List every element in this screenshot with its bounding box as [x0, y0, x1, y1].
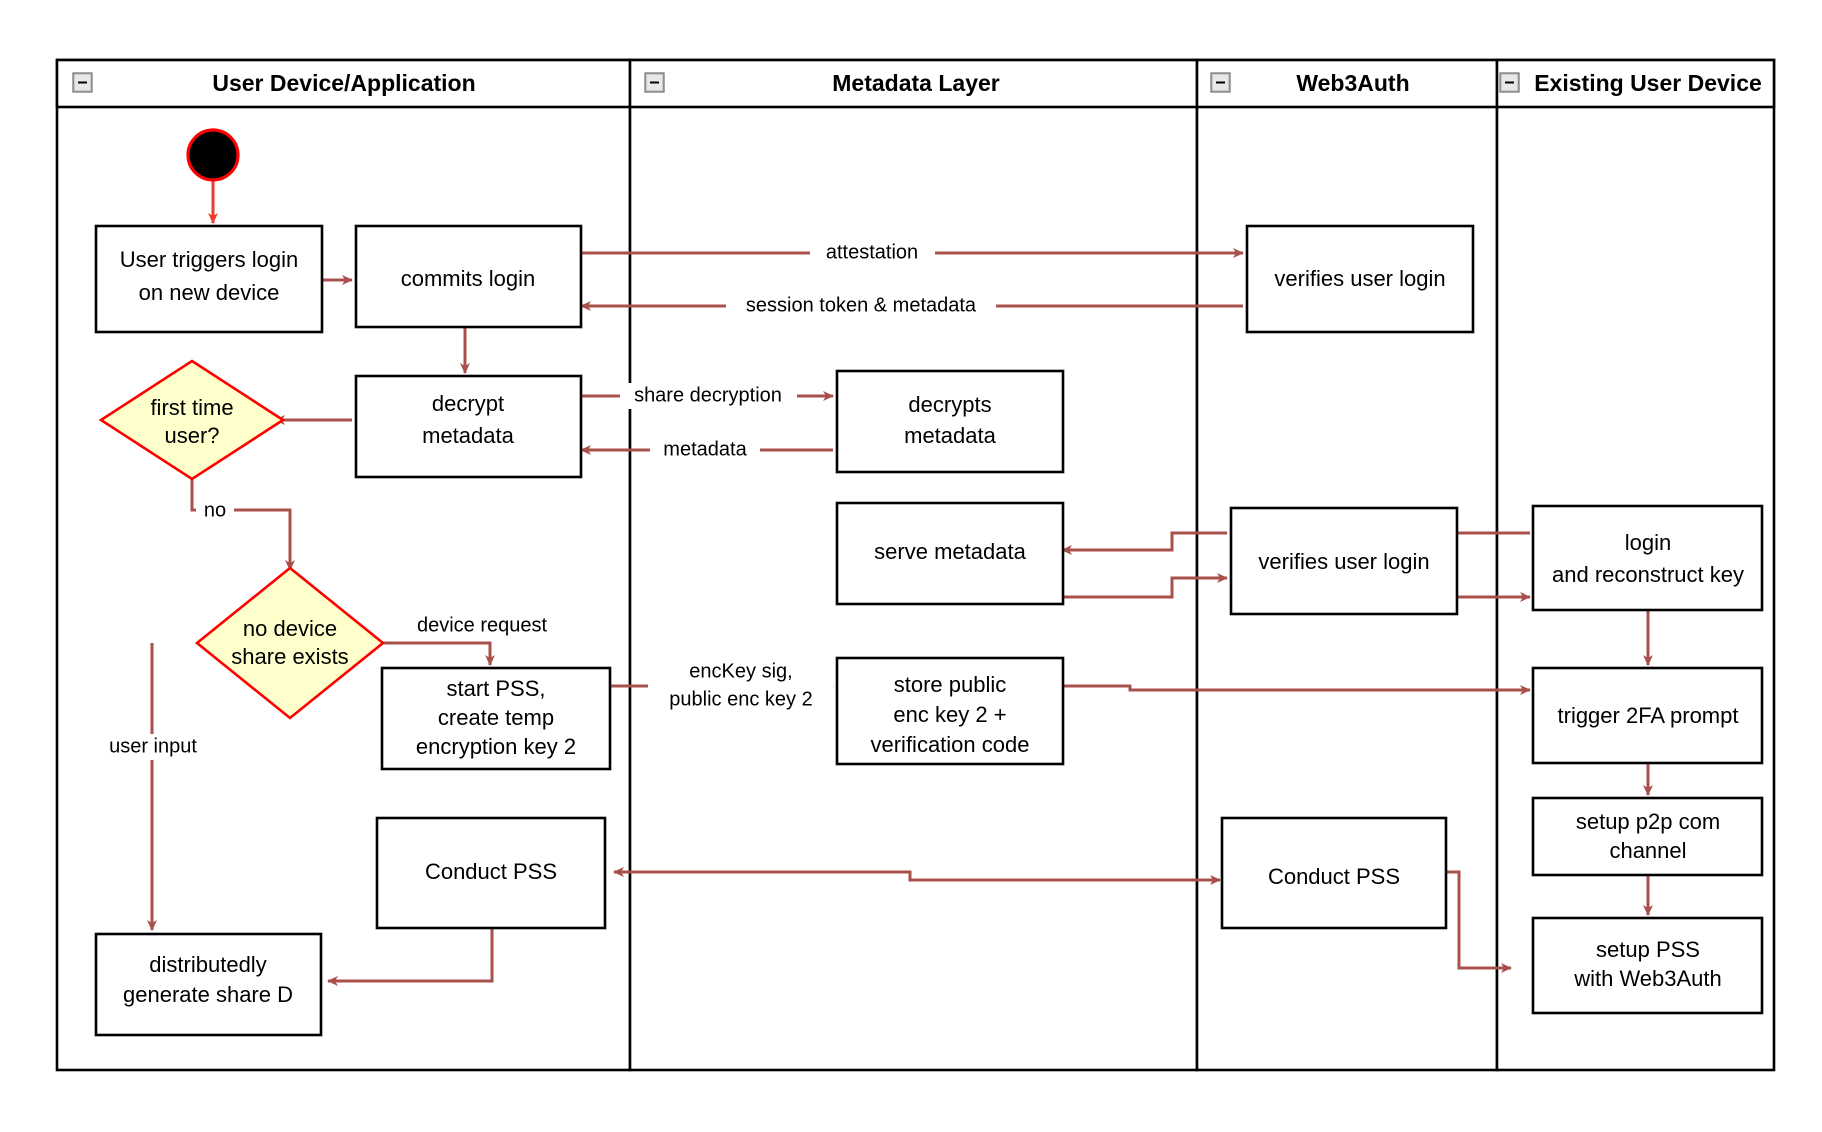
edge-first-time-user-no-to-no-device-share	[190, 470, 295, 571]
svg-text:user input: user input	[109, 735, 197, 757]
node-label-line: on new device	[139, 280, 280, 305]
node-label-line: trigger 2FA prompt	[1558, 703, 1739, 728]
lane-header-web3auth[interactable]: Web3Auth	[1195, 58, 1499, 109]
svg-text:device request: device request	[417, 614, 548, 636]
collapse-minus-icon[interactable]	[1499, 72, 1520, 93]
node-label-line: share exists	[231, 644, 348, 669]
node-first-time-user[interactable]: first time user?	[98, 359, 286, 481]
edge-conduct-pss-user-to-generate-share-d	[327, 928, 494, 986]
edge-conduct-pss-web3auth-to-setup-pss	[1457, 875, 1512, 973]
node-label-line: channel	[1609, 838, 1686, 863]
node-no-device-share-exists[interactable]: no device share exists	[194, 566, 386, 720]
node-label-line: create temp	[438, 705, 554, 730]
node-start-pss-create-temp-key[interactable]: start PSS, create temp encryption key 2	[380, 666, 612, 771]
node-conduct-pss-user[interactable]: Conduct PSS	[375, 816, 607, 930]
edge-no-device-share-to-start-pss	[373, 641, 495, 666]
node-distributedly-generate-share-d[interactable]: distributedly generate share D	[94, 932, 323, 1037]
node-login-and-reconstruct-key[interactable]: login and reconstruct key	[1531, 504, 1764, 612]
node-conduct-pss-web3auth[interactable]: Conduct PSS	[1220, 816, 1448, 930]
node-commits-login[interactable]: commits login	[354, 224, 583, 329]
edge-store-public-enc-key-to-trigger-2fa	[1062, 684, 1531, 695]
node-label-line: setup PSS	[1596, 937, 1700, 962]
svg-text:no: no	[204, 499, 226, 521]
node-label-line: Conduct PSS	[1268, 864, 1400, 889]
edge-label-device-request: device request	[400, 613, 565, 639]
edge-label-user-input: user input	[94, 734, 212, 760]
node-label-line: enc key 2 +	[893, 702, 1006, 727]
edge-label-enckey-sig-public-enc-key-2: encKey sig, public enc key 2	[648, 655, 833, 715]
edge-label-metadata: metadata	[650, 437, 760, 463]
lane-title-existing-device: Existing User Device	[1534, 70, 1762, 96]
node-verifies-user-login-1[interactable]: verifies user login	[1245, 224, 1475, 334]
node-label-line: generate share D	[123, 982, 293, 1007]
collapse-minus-icon[interactable]	[1210, 72, 1231, 93]
node-serve-metadata[interactable]: serve metadata	[835, 501, 1065, 606]
lane-header-user-device[interactable]: User Device/Application	[55, 58, 632, 109]
lane-header-metadata[interactable]: Metadata Layer	[628, 58, 1199, 109]
node-label-line: with Web3Auth	[1573, 966, 1722, 991]
collapse-minus-icon[interactable]	[72, 72, 93, 93]
node-start[interactable]	[186, 128, 240, 182]
node-label-line: commits login	[401, 266, 535, 291]
node-label-line: metadata	[422, 423, 514, 448]
node-decrypt-metadata[interactable]: decrypt metadata	[354, 374, 583, 479]
svg-text:session token & metadata: session token & metadata	[746, 294, 977, 316]
node-store-public-enc-key-2[interactable]: store public enc key 2 + verification co…	[835, 656, 1065, 766]
node-label-line: decrypts	[908, 392, 991, 417]
node-label-line: login	[1625, 530, 1671, 555]
node-label-line: no device	[243, 616, 337, 641]
edge-label-attestation: attestation	[810, 240, 935, 266]
lane-title-user-device: User Device/Application	[212, 70, 475, 96]
svg-text:public enc key 2: public enc key 2	[669, 688, 812, 710]
node-label-line: User triggers login	[120, 247, 299, 272]
edge-label-session-token-metadata: session token & metadata	[726, 293, 996, 319]
edge-label-no: no	[196, 498, 234, 524]
node-label-line: verifies user login	[1274, 266, 1445, 291]
node-label-line: and reconstruct key	[1552, 562, 1744, 587]
edge-label-share-decryption: share decryption	[620, 383, 797, 409]
svg-text:attestation: attestation	[826, 241, 918, 263]
node-verifies-user-login-2[interactable]: verifies user login	[1229, 506, 1459, 616]
lane-header-existing-device[interactable]: Existing User Device	[1495, 58, 1776, 109]
node-label-line: serve metadata	[874, 539, 1026, 564]
node-user-triggers-login[interactable]: User triggers login on new device	[94, 224, 324, 334]
lane-title-metadata: Metadata Layer	[832, 70, 1000, 96]
svg-text:encKey sig,: encKey sig,	[689, 660, 792, 682]
node-label-line: setup p2p com	[1576, 809, 1720, 834]
node-label-line: encryption key 2	[416, 734, 576, 759]
svg-text:metadata: metadata	[663, 438, 747, 460]
node-label-line: decrypt	[432, 391, 504, 416]
collapse-minus-icon[interactable]	[644, 72, 665, 93]
node-setup-pss-with-web3auth[interactable]: setup PSS with Web3Auth	[1531, 916, 1764, 1015]
node-decrypts-metadata[interactable]: decrypts metadata	[835, 369, 1065, 474]
node-label-line: distributedly	[149, 952, 266, 977]
edge-serve-metadata-to-verifies-user-login-2	[1062, 573, 1228, 599]
node-label-line: metadata	[904, 423, 996, 448]
lane-title-web3auth: Web3Auth	[1296, 70, 1409, 96]
node-setup-p2p-com-channel[interactable]: setup p2p com channel	[1531, 796, 1764, 877]
node-label-line: first time	[150, 395, 233, 420]
node-label-line: start PSS,	[446, 676, 545, 701]
node-label-line: store public	[894, 672, 1007, 697]
svg-text:share decryption: share decryption	[634, 384, 782, 406]
node-label-line: verifies user login	[1258, 549, 1429, 574]
node-label-line: user?	[164, 423, 219, 448]
node-label-line: Conduct PSS	[425, 859, 557, 884]
node-trigger-2fa-prompt[interactable]: trigger 2FA prompt	[1531, 666, 1764, 765]
edge-conduct-pss-user-to-conduct-pss-web3auth	[614, 870, 1221, 885]
node-label-line: verification code	[871, 732, 1030, 757]
edge-verifies-user-login-2-to-serve-metadata	[1061, 531, 1227, 555]
